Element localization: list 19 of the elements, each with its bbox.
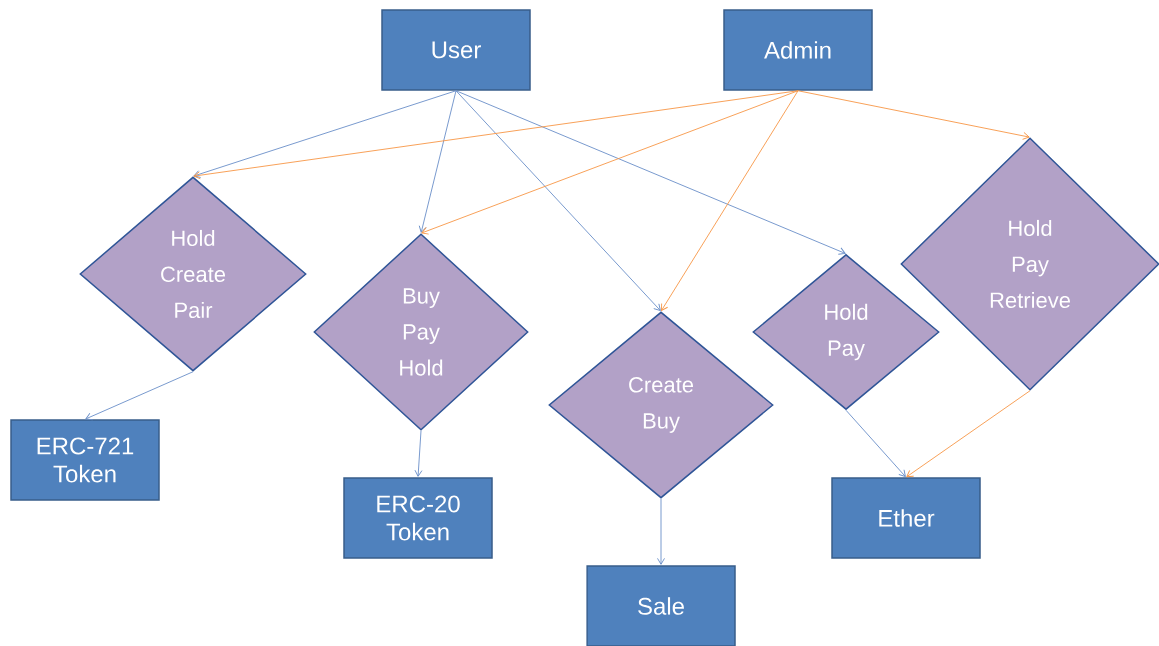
entity-box: ERC-20 Token xyxy=(343,477,493,559)
arrow xyxy=(421,90,799,235)
entity-box: Admin xyxy=(723,9,873,91)
arrow xyxy=(414,430,423,477)
arrow xyxy=(455,90,846,255)
entity-box: ERC-721 Token xyxy=(10,419,160,501)
entity-box: Sale xyxy=(586,565,736,646)
arrow xyxy=(845,409,906,478)
arrow xyxy=(906,390,1031,478)
arrow xyxy=(657,498,665,565)
entity-box: Ether xyxy=(831,477,981,559)
arrow xyxy=(85,371,194,421)
entity-box: User xyxy=(381,9,531,91)
arrow xyxy=(661,90,799,311)
arrow xyxy=(455,90,661,312)
arrow xyxy=(193,90,457,178)
arrow xyxy=(418,90,457,233)
arrow xyxy=(193,90,799,180)
arrow xyxy=(797,90,1030,140)
